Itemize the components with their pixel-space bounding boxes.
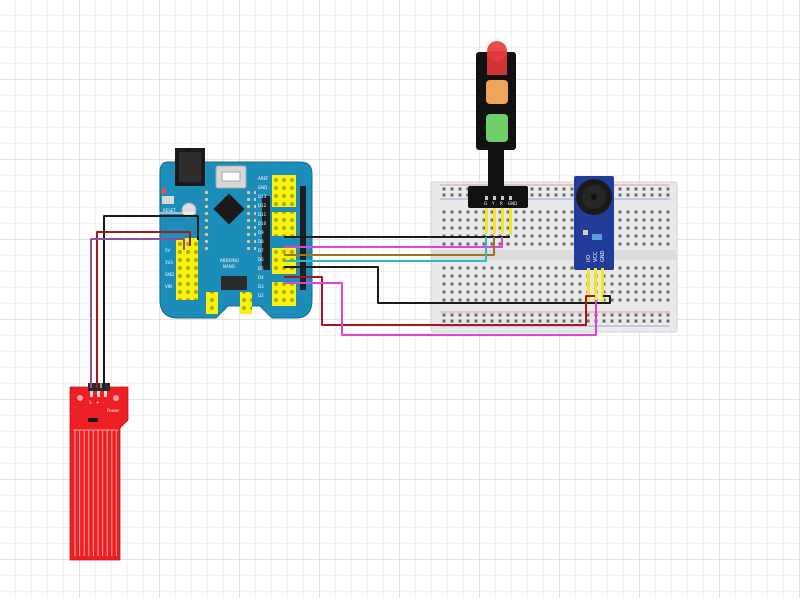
buzzer-pin-gnd — [601, 268, 604, 302]
board-power-label: VIN — [165, 284, 172, 289]
pin-header-left — [262, 196, 270, 270]
wire-magenta-light-r — [284, 237, 503, 248]
water-level-sensor: S +- Power — [69, 383, 129, 561]
board-pin-label: D11 — [258, 212, 267, 217]
light-pin-label: R — [500, 201, 503, 206]
wire-black-buzzer-gnd — [284, 266, 611, 304]
terminal-strip-bottom — [440, 264, 672, 304]
board-pin-label: D3 — [258, 284, 264, 289]
sensor-pin-label-group: S +- — [89, 400, 105, 405]
wire-red-buzzer-vcc — [284, 276, 595, 326]
icsp-header — [221, 276, 247, 290]
power-rail-bottom — [440, 313, 670, 325]
mcu-chip — [213, 193, 245, 225]
board-pin-label: D7 — [258, 248, 264, 253]
wire-brown-light-y — [284, 237, 495, 256]
wire-magenta-buzzer-io — [284, 282, 597, 336]
board-power-label: 5V — [165, 248, 171, 253]
board-pin-label: D12 — [258, 203, 267, 208]
board-pin-label: D13 — [258, 194, 267, 199]
digital-header-top — [272, 175, 296, 207]
sensor-connector — [88, 383, 110, 391]
board-pin-label: D6 — [258, 257, 264, 262]
reset-label: RESET — [163, 208, 176, 213]
light-pin-y — [493, 208, 496, 234]
board-pin-label: D2 — [258, 293, 264, 298]
board-pin-label: D5 — [258, 266, 264, 271]
wire-red-sensor — [96, 231, 191, 388]
wire-purple-sensor — [90, 238, 185, 388]
digital-header-mid — [272, 212, 296, 236]
power-header — [176, 238, 198, 300]
wire-white-sensor — [100, 212, 196, 388]
board-power-label: GND — [165, 272, 174, 277]
sensor-traces — [73, 429, 118, 556]
breadboard — [430, 181, 678, 333]
arduino-nano-shield: RESET ARDUINO NANO AREF GND D13D12D11D10D9… — [159, 148, 313, 319]
board-pin-label: GND — [258, 185, 267, 190]
sensor-pin-label: S — [89, 400, 92, 405]
buzzer-pin-label: I/O — [586, 255, 592, 262]
light-pin-label: Y — [491, 201, 495, 206]
board-pin-label: D10 — [258, 221, 267, 226]
analog-header-right — [240, 292, 252, 314]
wire-teal-light-g — [284, 237, 487, 262]
light-pin-r — [501, 208, 504, 234]
sensor-pin-label: + — [96, 400, 99, 405]
light-pin-label: G — [484, 201, 487, 206]
digital-header-bottom — [272, 282, 296, 306]
sensor-pin-label: - — [103, 400, 105, 405]
reset-button — [162, 196, 174, 204]
board-pin-label: D4 — [258, 275, 264, 280]
buzzer-pin-label: GND — [600, 250, 606, 262]
light-pin-label: GND — [508, 201, 517, 206]
chip-label: ARDUINO — [220, 258, 239, 263]
light-pin-g — [485, 208, 488, 234]
wire-black-sensor — [103, 215, 199, 388]
light-pin-gnd — [509, 208, 512, 234]
analog-header-left — [206, 292, 218, 314]
board-power-label: 3V3 — [165, 260, 173, 265]
chip-sub-label: NANO — [223, 264, 235, 269]
board-pin-label: D8 — [258, 239, 264, 244]
buzzer-pin-label: VCC — [593, 251, 599, 262]
board-pin-label: AREF — [258, 176, 269, 181]
wires — [90, 212, 611, 388]
board-pin-label: D9 — [258, 230, 264, 235]
buzzer-pin-vcc — [594, 268, 597, 302]
buzzer-pin-io — [587, 268, 590, 302]
terminal-strip-top — [440, 207, 672, 247]
sensor-power-label: Power — [107, 408, 119, 413]
